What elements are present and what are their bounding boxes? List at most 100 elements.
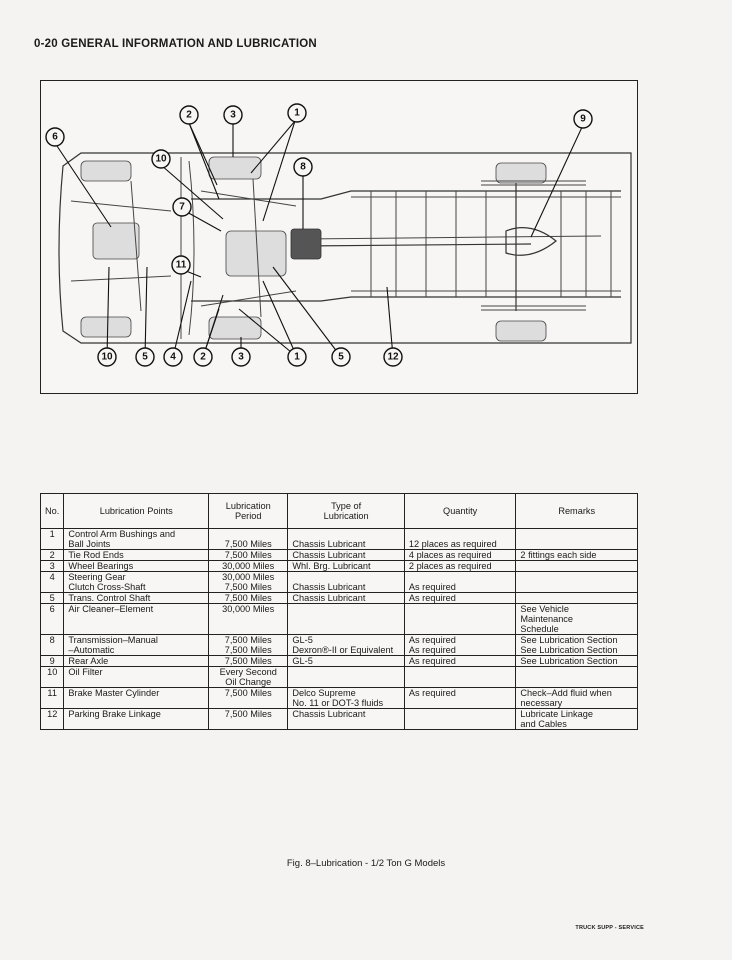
- svg-text:12: 12: [387, 352, 399, 363]
- cell-quantity: As required: [403, 571, 517, 593]
- cell-period: Every Second Oil Change: [208, 666, 289, 688]
- cell-points: Trans. Control Shaft: [63, 592, 210, 604]
- callout-9: 9: [573, 109, 593, 129]
- cell-points: Tie Rod Ends: [63, 549, 210, 561]
- frame-rail-top: [191, 190, 621, 200]
- svg-text:5: 5: [338, 352, 344, 363]
- chassis-drawing: 2 3 1 6 10 8 9 7 11 10 5 4 2 3 1 5 12: [45, 103, 632, 367]
- cell-type: GL-5 Dexron®-II or Equivalent: [287, 634, 405, 656]
- svg-text:2: 2: [186, 110, 192, 121]
- cab-outline: [180, 157, 195, 339]
- cell-no: 5: [39, 592, 65, 604]
- cell-points: Wheel Bearings: [63, 560, 210, 572]
- leaf-spring-bottom: [481, 305, 586, 311]
- cell-period: 7,500 Miles: [208, 549, 289, 561]
- svg-text:4: 4: [170, 352, 176, 363]
- chassis-diagram: 2 3 1 6 10 8 9 7 11 10 5 4 2 3 1 5 12: [40, 80, 638, 394]
- body-outline: [58, 152, 632, 344]
- cell-remarks: 2 fittings each side: [515, 549, 638, 561]
- cell-quantity: As required: [403, 687, 517, 709]
- cell-remarks: [515, 528, 638, 550]
- callout-8: 8: [293, 157, 313, 177]
- page-header: 0-20 GENERAL INFORMATION AND LUBRICATION: [34, 38, 317, 50]
- cell-period: 30,000 Miles: [208, 603, 289, 635]
- cell-type: Whl. Brg. Lubricant: [287, 560, 405, 572]
- callout-10-bottom: 10: [97, 347, 117, 367]
- cell-quantity: 4 places as required: [403, 549, 517, 561]
- callout-1-bottom: 1: [287, 347, 307, 367]
- svg-text:8: 8: [300, 162, 306, 173]
- cell-quantity: [403, 666, 517, 688]
- header-quantity: Quantity: [403, 493, 517, 529]
- figure-caption: Fig. 8–Lubrication - 1/2 Ton G Models: [286, 858, 446, 869]
- cell-period: 7,500 Miles: [208, 655, 289, 667]
- cell-type: Delco Supreme No. 11 or DOT-3 fluids: [287, 687, 405, 709]
- cell-period: 7,500 Miles 7,500 Miles: [208, 634, 289, 656]
- cell-points: Control Arm Bushings and Ball Joints: [63, 528, 210, 550]
- cell-type: GL-5: [287, 655, 405, 667]
- cell-no: 6: [39, 603, 65, 635]
- parking-brake-cable: [300, 235, 602, 240]
- leader-lines: [54, 120, 584, 358]
- cell-no: 9: [39, 655, 65, 667]
- front-suspension-left: [70, 180, 172, 312]
- svg-text:11: 11: [176, 260, 187, 271]
- cell-type: Chassis Lubricant: [287, 571, 405, 593]
- cell-quantity: [403, 708, 517, 730]
- cell-points: Air Cleaner–Element: [63, 603, 210, 635]
- callout-4: 4: [163, 347, 183, 367]
- cell-remarks: [515, 560, 638, 572]
- header-points: Lubrication Points: [63, 493, 210, 529]
- cell-remarks: See Lubrication Section See Lubrication …: [515, 634, 638, 656]
- callout-2-bottom: 2: [193, 347, 213, 367]
- svg-text:5: 5: [142, 352, 148, 363]
- cell-quantity: As required: [403, 655, 517, 667]
- svg-text:3: 3: [238, 352, 244, 363]
- cell-period: 7,500 Miles: [208, 687, 289, 709]
- callout-1-top: 1: [287, 103, 307, 123]
- cell-remarks: [515, 592, 638, 604]
- front-wheel-left-top: [80, 160, 132, 182]
- cell-remarks: [515, 666, 638, 688]
- front-wheel-right-top: [208, 156, 262, 180]
- svg-text:6: 6: [52, 132, 58, 143]
- engine-block: [92, 222, 140, 260]
- cell-period: 7,500 Miles: [208, 528, 289, 550]
- rear-wheel-top: [495, 162, 547, 184]
- cell-remarks: Check–Add fluid when necessary: [515, 687, 638, 709]
- trans-case: [290, 228, 322, 260]
- lubrication-table: No. Lubrication Points Lubrication Perio…: [39, 493, 638, 730]
- callout-10-top: 10: [151, 149, 171, 169]
- svg-text:2: 2: [200, 352, 206, 363]
- cell-no: 11: [39, 687, 65, 709]
- cell-quantity: As required: [403, 592, 517, 604]
- cell-no: 1: [39, 528, 65, 550]
- rear-wheel-bottom: [495, 320, 547, 342]
- cell-no: 8: [39, 634, 65, 656]
- svg-text:9: 9: [580, 114, 586, 125]
- svg-text:10: 10: [101, 352, 113, 363]
- cell-remarks: See Vehicle Maintenance Schedule: [515, 603, 638, 635]
- cell-type: [287, 603, 405, 635]
- cell-remarks: See Lubrication Section: [515, 655, 638, 667]
- cell-type: [287, 666, 405, 688]
- cell-quantity: 2 places as required: [403, 560, 517, 572]
- svg-text:10: 10: [155, 154, 167, 165]
- callout-3-bottom: 3: [231, 347, 251, 367]
- table-header-row: No. Lubrication Points Lubrication Perio…: [39, 493, 638, 529]
- cell-type: Chassis Lubricant: [287, 708, 405, 730]
- cell-points: Brake Master Cylinder: [63, 687, 210, 709]
- cell-points: Rear Axle: [63, 655, 210, 667]
- cell-period: 30,000 Miles: [208, 560, 289, 572]
- svg-text:1: 1: [294, 108, 300, 119]
- cell-remarks: [515, 571, 638, 593]
